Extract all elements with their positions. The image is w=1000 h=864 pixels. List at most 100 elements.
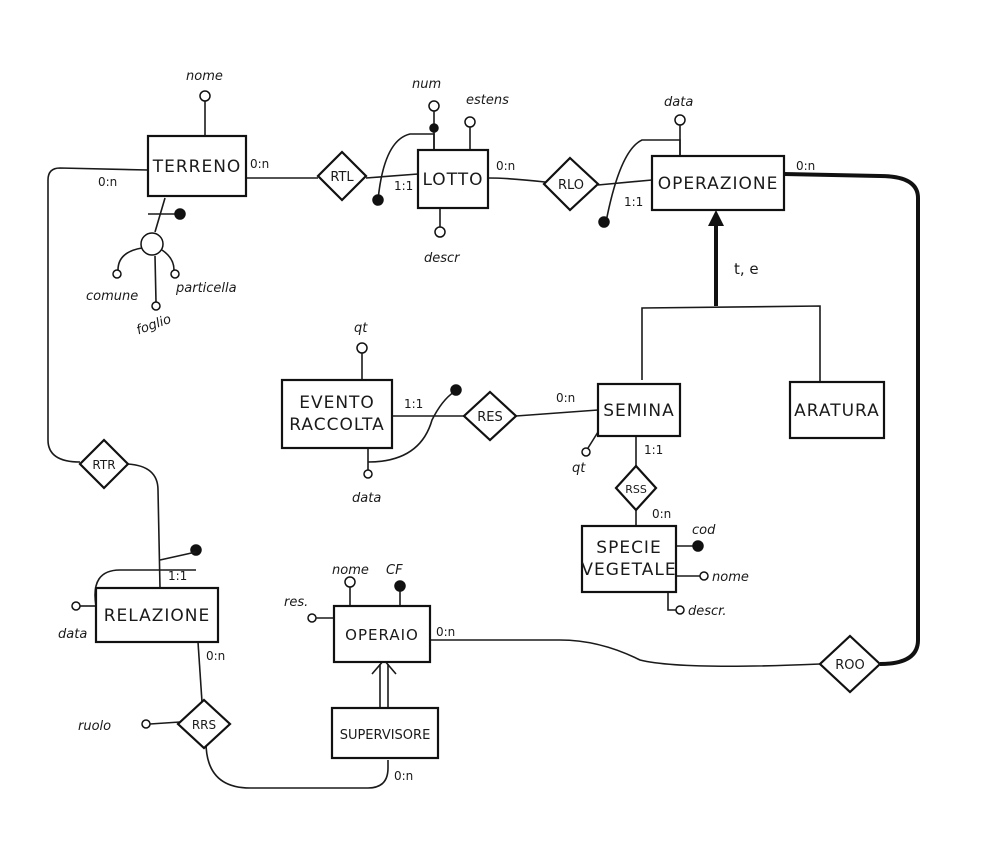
- link-terreno-rtr: [47, 167, 149, 463]
- entity-operaio[interactable]: [332, 604, 432, 664]
- attr-particella-dot: [170, 269, 180, 279]
- card-relazione-rrs: 0:n: [206, 649, 225, 663]
- operazione-ext-id: [605, 139, 681, 223]
- rel-rrs-label: RRS: [192, 718, 216, 732]
- rel-rtl-label: RTL: [330, 170, 354, 185]
- rel-res-label: RES: [477, 410, 503, 425]
- entity-lotto[interactable]: [416, 148, 490, 210]
- attr-lotto-estens-dot: [464, 116, 476, 128]
- attr-line: [667, 592, 676, 611]
- entity-terreno[interactable]: [146, 134, 248, 198]
- entity-lotto-label: LOTTO: [422, 170, 483, 190]
- attr-specie-cod-dot: [692, 540, 704, 552]
- generalization-tree: [641, 305, 821, 382]
- attr-terreno-nome: nome: [186, 69, 223, 84]
- entity-relazione-label: RELAZIONE: [104, 606, 211, 626]
- attr-line: [587, 431, 599, 449]
- attr-specie-nome-dot: [699, 571, 709, 581]
- attr-operazione-data-dot: [674, 114, 686, 126]
- card-operaio-roo: 0:n: [436, 625, 455, 639]
- entity-supervisore[interactable]: [330, 706, 440, 760]
- card-operazione-roo: 0:n: [796, 159, 815, 173]
- attr-line: [161, 249, 175, 271]
- rel-rss-label: RSS: [625, 483, 647, 496]
- attr-lotto-descr: descr: [424, 251, 461, 266]
- attr-rrs-ruolo: ruolo: [78, 719, 111, 734]
- operazione-ext-id-dot: [598, 216, 610, 228]
- link-rtl-lotto: [365, 173, 419, 179]
- rel-rlo[interactable]: [542, 156, 600, 212]
- link-roo-operazione: [783, 172, 920, 666]
- entity-operazione[interactable]: [650, 154, 786, 212]
- rel-rtr[interactable]: [78, 438, 130, 490]
- cardinalities: 0:n 0:n 1:1 0:n 1:1 0:n 1:1 0:n 1:1 0:n …: [98, 157, 815, 783]
- card-specie-rss: 0:n: [652, 507, 671, 521]
- generalization-label: t, e: [734, 260, 759, 278]
- rel-roo-label: ROO: [835, 658, 865, 673]
- attr-foglio-dot: [151, 301, 161, 311]
- card-supervisore-rrs: 0:n: [394, 769, 413, 783]
- attr-operaio-cf-dot: [394, 580, 406, 592]
- attr-terreno-comune: comune: [86, 289, 138, 304]
- generalization-arrow: [708, 210, 724, 226]
- attributes: nome comune foglio particella num estens…: [58, 69, 749, 734]
- rel-rrs[interactable]: [176, 698, 232, 750]
- entity-evento-raccolta[interactable]: [280, 378, 394, 450]
- attr-operazione-data: data: [664, 95, 693, 110]
- attr-evento-data: data: [352, 491, 381, 506]
- entity-aratura[interactable]: [788, 380, 886, 440]
- link-lotto-rlo: [487, 177, 546, 183]
- entity-terreno-label: TERRENO: [152, 157, 242, 177]
- rel-res[interactable]: [462, 390, 518, 442]
- entity-aratura-label: ARATURA: [794, 401, 880, 421]
- link-operaio-roo: [430, 639, 821, 668]
- terreno-key-dot: [174, 208, 186, 220]
- rel-rlo-label: RLO: [558, 178, 584, 193]
- connection-lines: [47, 133, 920, 789]
- entity-relazione[interactable]: [94, 586, 220, 644]
- entity-operazione-label: OPERAZIONE: [658, 174, 779, 194]
- attr-operaio-nome-dot: [344, 576, 356, 588]
- attr-lotto-descr-dot: [434, 226, 446, 238]
- entity-specie-vegetale-label-1: SPECIE: [596, 538, 661, 558]
- entity-semina[interactable]: [596, 382, 682, 438]
- attr-lotto-num: num: [412, 77, 441, 92]
- attr-relazione-data: data: [58, 627, 87, 642]
- attr-evento-qt-dot: [356, 342, 368, 354]
- card-evento-res: 1:1: [404, 397, 423, 411]
- terreno-composite-circle: [140, 232, 164, 256]
- attr-relazione-data-dot: [71, 601, 81, 611]
- card-terreno-rtr: 0:n: [98, 175, 117, 189]
- link-rrs-supervisore: [205, 741, 389, 789]
- attr-operaio-nome: nome: [332, 563, 369, 578]
- attr-terreno-nome-dot: [199, 90, 211, 102]
- entity-evento-raccolta-label-1: EVENTO: [299, 393, 375, 413]
- attr-line: [117, 247, 143, 271]
- rel-rss[interactable]: [614, 464, 658, 512]
- rel-roo[interactable]: [818, 634, 882, 694]
- attr-specie-nome: nome: [712, 570, 749, 585]
- attr-lotto-num-dot: [428, 100, 440, 112]
- attr-terreno-foglio: foglio: [134, 312, 173, 338]
- entity-operaio-label: OPERAIO: [345, 626, 419, 644]
- evento-ext-id-dot: [450, 384, 462, 396]
- link-res-semina: [515, 409, 599, 417]
- attr-line: [154, 255, 157, 303]
- entity-supervisore-label: SUPERVISORE: [340, 728, 431, 743]
- attr-evento-data-dot: [363, 469, 373, 479]
- attr-line: [154, 197, 166, 233]
- card-semina-rss: 1:1: [644, 443, 663, 457]
- attr-semina-qt-dot: [581, 447, 591, 457]
- card-lotto-rtl: 1:1: [394, 179, 413, 193]
- entity-specie-vegetale[interactable]: [580, 524, 678, 594]
- attr-operaio-cf: CF: [386, 563, 403, 578]
- link-rlo-operazione: [597, 179, 653, 186]
- attr-line: [149, 721, 181, 725]
- lotto-ext-id: [377, 133, 435, 201]
- rel-rtl[interactable]: [316, 150, 368, 202]
- card-lotto-rlo: 0:n: [496, 159, 515, 173]
- lotto-key-dot: [429, 123, 439, 133]
- lotto-ext-id-dot: [372, 194, 384, 206]
- link-relazione-rrs: [197, 641, 203, 703]
